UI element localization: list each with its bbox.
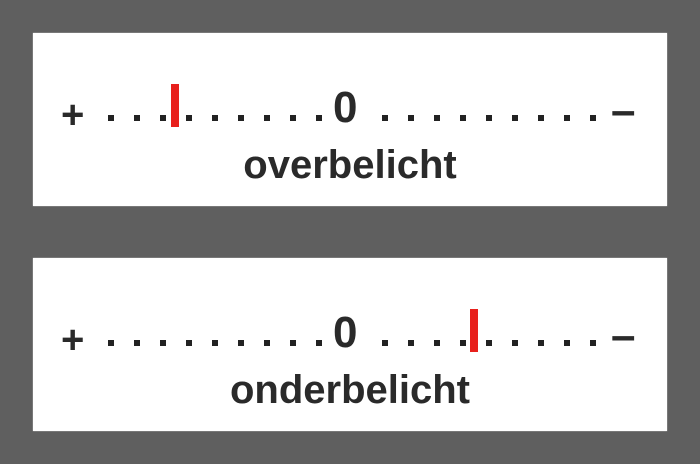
scale-dot (408, 115, 414, 121)
minus-symbol: – (611, 86, 636, 135)
scale-dot (408, 340, 414, 346)
exposure-scale: + 0 – (33, 308, 667, 380)
scale-dot (434, 115, 440, 121)
scale-dot (160, 115, 166, 121)
underexposed-caption: onderbelicht (229, 368, 471, 412)
scale-dot (538, 340, 544, 346)
scale-dot (538, 115, 544, 121)
scale-dot (212, 340, 218, 346)
scale-dot (512, 115, 518, 121)
scale-dot (160, 340, 166, 346)
exposure-scale: + 0 – (33, 83, 667, 155)
scale-dot (108, 115, 114, 121)
underexposed-panel: + 0 – onderbelicht (33, 258, 667, 431)
scale-dot (290, 340, 296, 346)
zero-label: 0 (333, 308, 358, 357)
scale-dot (564, 340, 570, 346)
overexposed-panel: + 0 – overbelicht (33, 33, 667, 206)
scale-dot (512, 340, 518, 346)
scale-dot (316, 340, 322, 346)
plus-symbol: + (61, 318, 85, 362)
overexposed-caption: overbelicht (243, 143, 457, 187)
scale-dot (434, 340, 440, 346)
scale-dot (238, 115, 244, 121)
scale-dot (590, 115, 596, 121)
scale-dot (290, 115, 296, 121)
scale-dot (134, 340, 140, 346)
zero-label: 0 (333, 83, 358, 132)
scale-dot (486, 115, 492, 121)
scale-dot (316, 115, 322, 121)
plus-symbol: + (61, 93, 85, 137)
exposure-marker (470, 309, 478, 352)
scale-dot (212, 115, 218, 121)
scale-dot (486, 340, 492, 346)
scale-dot (134, 115, 140, 121)
scale-dot (186, 340, 192, 346)
scale-dot (460, 115, 466, 121)
scale-dot (264, 115, 270, 121)
minus-symbol: – (611, 311, 636, 360)
scale-dot (460, 340, 466, 346)
scale-dot (590, 340, 596, 346)
scale-dot (108, 340, 114, 346)
scale-dot (238, 340, 244, 346)
scale-dot (564, 115, 570, 121)
scale-dot (264, 340, 270, 346)
exposure-marker (171, 84, 179, 127)
scale-dot (382, 340, 388, 346)
scale-dot (382, 115, 388, 121)
scale-dot (186, 115, 192, 121)
